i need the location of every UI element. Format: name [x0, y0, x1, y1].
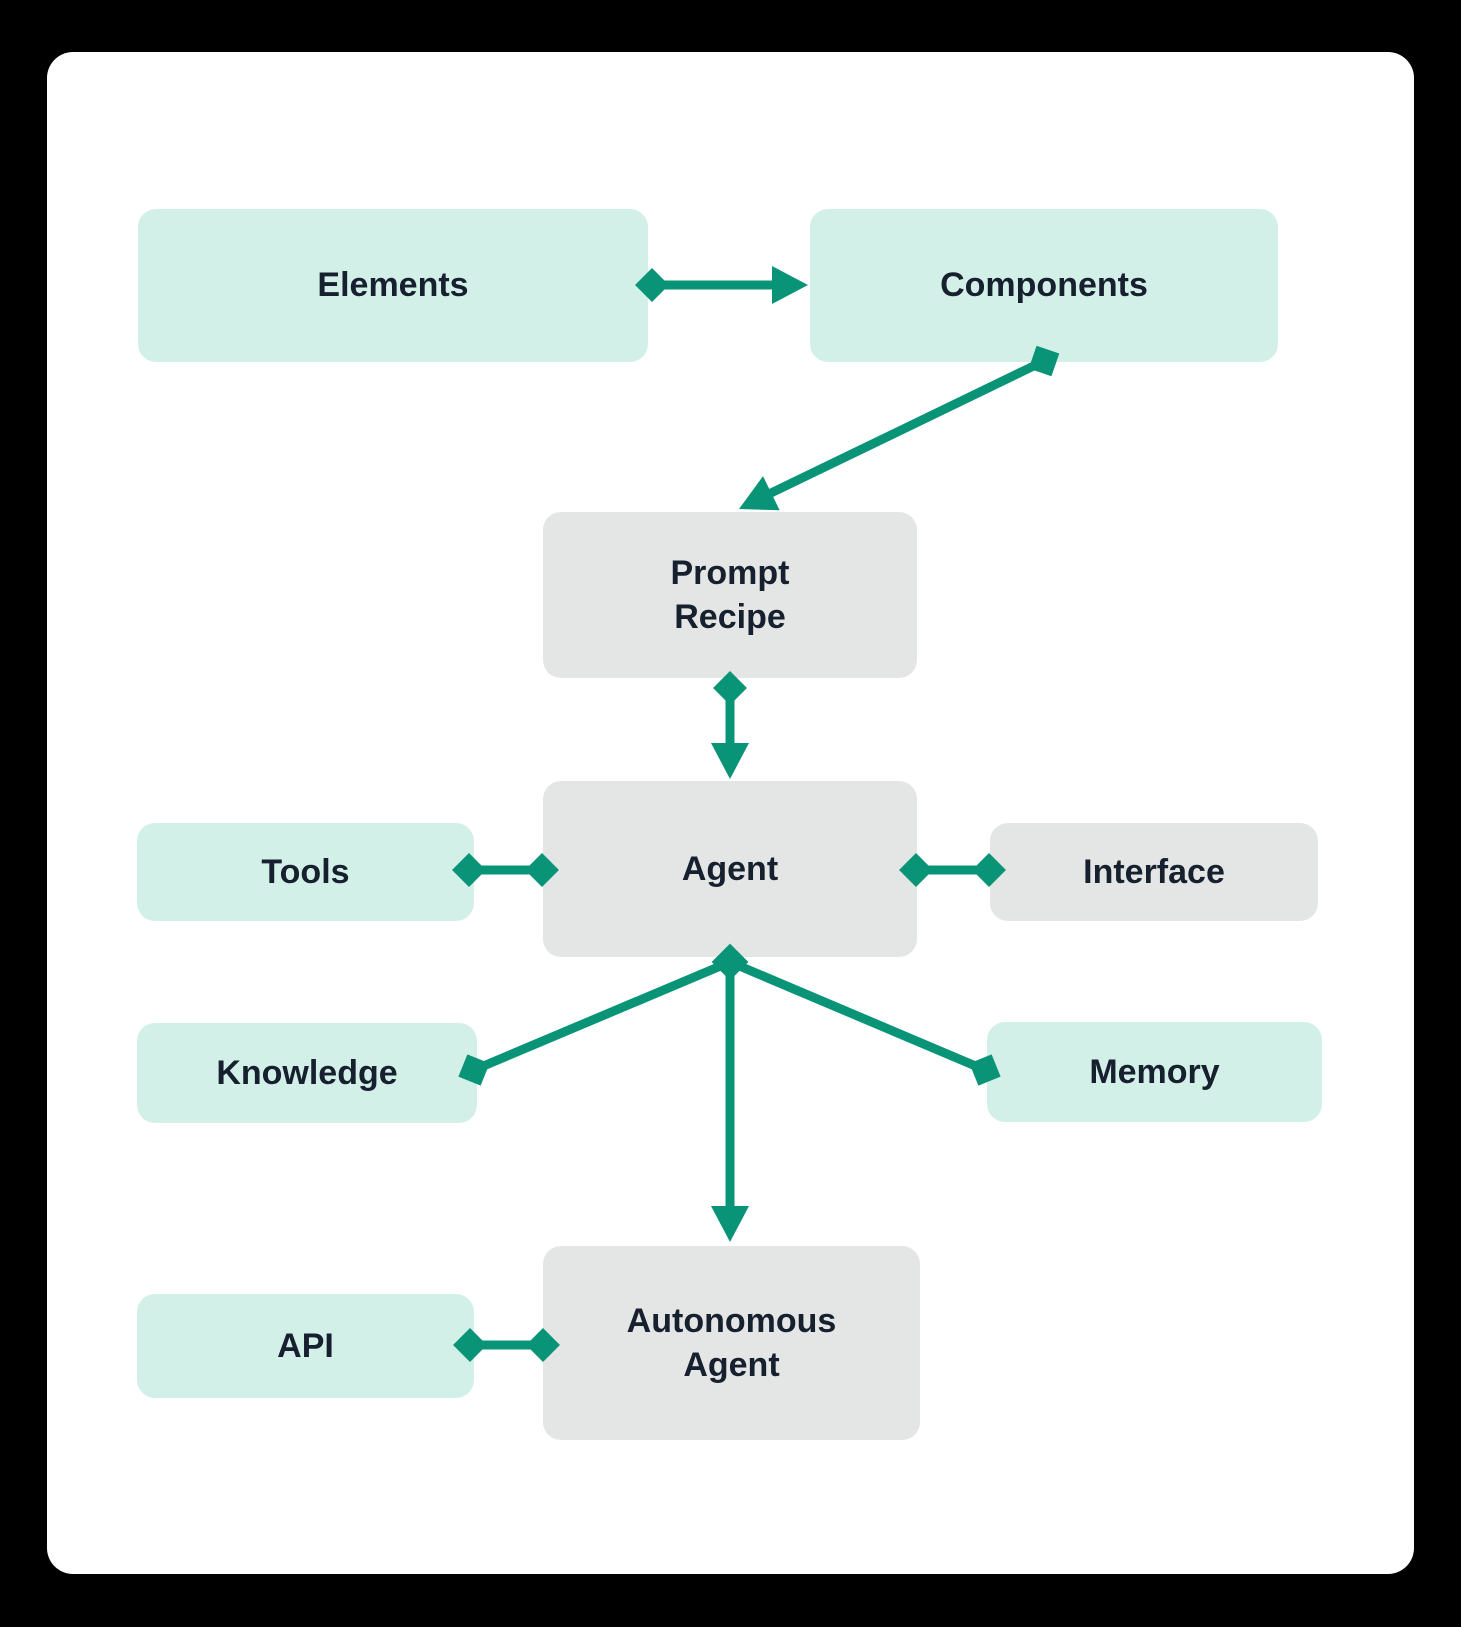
node-api-label: API [277, 1326, 334, 1365]
node-interface-label: Interface [1083, 852, 1225, 891]
node-elements: Elements [138, 209, 648, 362]
node-memory-label: Memory [1089, 1052, 1220, 1091]
node-interface: Interface [990, 823, 1318, 921]
node-autonomous-agent-label: Autonomous Agent [626, 1301, 837, 1384]
node-tools: Tools [137, 823, 474, 921]
node-prompt-recipe-label: Prompt Recipe [670, 553, 790, 636]
node-components-label: Components [940, 266, 1148, 305]
node-memory: Memory [987, 1022, 1322, 1122]
node-autonomous-agent: Autonomous Agent [543, 1246, 920, 1440]
node-elements-label: Elements [317, 266, 469, 305]
node-tools-label: Tools [261, 852, 350, 891]
node-api: API [137, 1294, 474, 1398]
node-components: Components [810, 209, 1278, 362]
node-agent: Agent [543, 781, 917, 957]
node-agent-label: Agent [681, 849, 779, 888]
node-prompt-recipe: Prompt Recipe [543, 512, 917, 678]
node-knowledge: Knowledge [137, 1023, 477, 1123]
node-knowledge-label: Knowledge [216, 1053, 398, 1092]
